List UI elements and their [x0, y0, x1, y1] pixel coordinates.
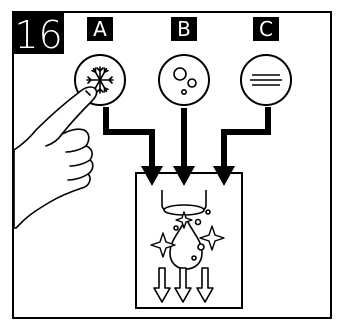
button-label-b: B — [171, 17, 197, 41]
down-arrows — [153, 267, 214, 303]
button-label-c: C — [253, 17, 279, 41]
button-letter-b: B — [177, 17, 191, 41]
down-arrow-icon-right — [196, 267, 214, 303]
down-arrow-icon-left — [153, 267, 171, 303]
button-letter-c: C — [259, 17, 273, 41]
flow-arrows — [103, 107, 271, 170]
arrow-head-c — [213, 166, 235, 186]
horizontal-lines-icon — [250, 74, 282, 86]
sparkle-icon-top — [175, 211, 193, 229]
snowflake-icon — [86, 66, 114, 94]
dispenser-box — [135, 172, 243, 309]
button-b[interactable] — [158, 54, 210, 106]
sparkle-icon-left — [150, 232, 176, 258]
flow-arrow-heads — [141, 166, 235, 186]
step-number-badge: 16 — [13, 12, 64, 57]
down-arrow-icon-middle — [174, 267, 192, 303]
bubbles-icon — [173, 67, 197, 96]
dispenser-nozzle-icon — [161, 190, 207, 216]
sparkle-icon-right — [199, 225, 225, 251]
arrow-from-c — [221, 107, 271, 170]
diagram-frame — [12, 11, 332, 319]
pointing-hand-icon — [13, 86, 98, 229]
button-letter-a: A — [93, 17, 107, 41]
step-number: 16 — [14, 13, 62, 57]
sparkle-icons — [150, 211, 225, 258]
arrow-head-b — [173, 166, 195, 186]
arrow-head-a — [141, 166, 163, 186]
arrow-from-a — [103, 107, 155, 170]
button-c[interactable] — [240, 54, 292, 106]
button-label-a: A — [87, 17, 113, 41]
droplet-icon — [169, 209, 211, 270]
